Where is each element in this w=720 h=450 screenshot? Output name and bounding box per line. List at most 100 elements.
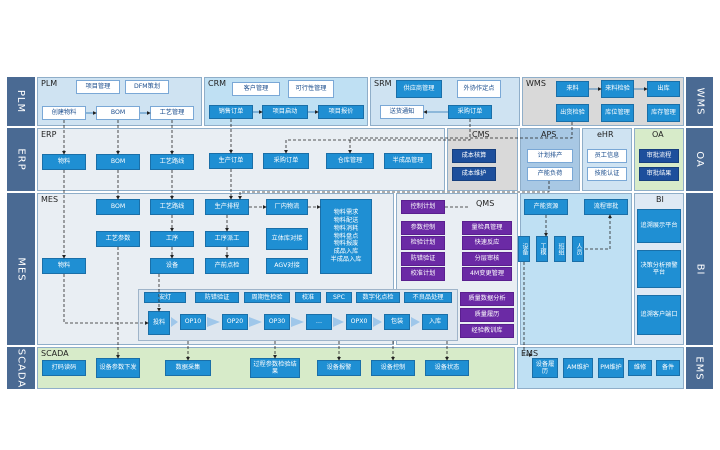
plm-dfm-planning[interactable]: DFM策划 [125,80,169,94]
mes-stereo-warehouse[interactable]: 立体库对接 [266,228,308,250]
bi-trace-client[interactable]: 追溯客户端口 [637,295,681,335]
mes-personnel[interactable]: 人员 [572,236,584,262]
ems-repair[interactable]: 维修 [628,360,652,376]
wms-outbound[interactable]: 出库 [647,81,680,97]
crm-sales-order[interactable]: 销售订单 [209,105,253,119]
scada-code-reading[interactable]: 打码读码 [42,360,86,376]
qms-inspection-plan[interactable]: 检验计划 [401,236,445,250]
qms-4m-change[interactable]: 4M变更管理 [462,267,512,281]
ems-spare-parts[interactable]: 备件 [656,360,680,376]
crm-project-quote[interactable]: 项目报价 [318,105,364,119]
crm-project-start[interactable]: 项目启动 [262,105,308,119]
wms-shipping-inspection[interactable]: 出货检验 [556,104,589,122]
ehr-skill-certification[interactable]: 技能认证 [587,167,627,181]
erp-material[interactable]: 物料 [42,154,86,170]
erp-production-order[interactable]: 生产订单 [209,153,253,169]
plm-process-management[interactable]: 工艺管理 [150,106,194,120]
wms-incoming-inspection[interactable]: 来料检验 [601,80,634,98]
mes-production-scheduling[interactable]: 生产排程 [205,199,249,215]
process-defect-handling[interactable]: 不良品处理 [404,292,452,303]
mes-process-parameter[interactable]: 工艺参数 [96,231,140,247]
flow-ellipsis[interactable]: … [306,314,332,330]
process-error-proof[interactable]: 防错验证 [195,292,239,303]
process-calibration[interactable]: 校准 [295,292,321,303]
scada-device-control[interactable]: 设备控制 [371,360,415,376]
bi-trace-platform[interactable]: 追溯展示平台 [637,209,681,243]
srm-purchase-order[interactable]: 采购订单 [448,105,492,119]
mes-bom[interactable]: BOM [96,199,140,215]
ems-pm-maintenance[interactable]: PM维护 [598,358,624,378]
process-spc[interactable]: SPC [326,292,352,303]
flow-packing[interactable]: 包装 [384,314,410,330]
crm-customer-management[interactable]: 客户管理 [232,82,280,96]
mes-equipment[interactable]: 设备 [150,258,194,274]
plm-bom[interactable]: BOM [96,106,140,120]
process-periodic-inspection[interactable]: 周期性检验 [244,292,290,303]
crm-feasibility-management[interactable]: 可行性管理 [288,80,334,98]
mes-material[interactable]: 物料 [42,258,86,274]
erp-bom[interactable]: BOM [96,154,140,170]
flow-op10[interactable]: OP10 [180,314,206,330]
aps-capacity-load[interactable]: 产能负荷 [527,167,573,181]
scada-param-download[interactable]: 设备参数下发 [96,358,140,378]
erp-process-route[interactable]: 工艺路线 [150,154,194,170]
mes-process-route[interactable]: 工艺路线 [150,199,194,215]
scada-device-alarm[interactable]: 设备报警 [317,360,361,376]
plm-create-material[interactable]: 创建物料 [42,106,86,120]
side-label-ems: EMS [686,347,713,389]
qms-quality-history[interactable]: 质量履历 [460,308,514,322]
srm-outsourcing-point[interactable]: 外协作定点 [457,80,501,98]
erp-warehouse-management[interactable]: 仓库管理 [326,153,374,169]
flow-op20[interactable]: OP20 [222,314,248,330]
wms-incoming-material[interactable]: 来料 [556,81,589,97]
qms-error-proof-verify[interactable]: 防错验证 [401,252,445,266]
process-andon[interactable]: 安灯 [144,292,186,303]
plm-project-management[interactable]: 项目管理 [76,80,120,94]
mes-operation[interactable]: 工序 [150,231,194,247]
side-label-bi: BI [686,193,713,345]
flow-feed[interactable]: 投料 [148,311,170,335]
oa-approval-result[interactable]: 审批结果 [639,167,679,181]
mes-device[interactable]: 设备 [518,236,530,262]
srm-supplier-management[interactable]: 供应商管理 [396,80,442,98]
mes-process-approval[interactable]: 流程审批 [584,199,628,215]
mes-operation-dispatch[interactable]: 工序派工 [205,231,249,247]
qms-quality-data-analysis[interactable]: 质量数据分析 [460,292,514,306]
flow-opx0[interactable]: OPX0 [346,314,372,330]
mes-capacity-resource[interactable]: 产能资源 [524,199,568,215]
flow-warehouse-in[interactable]: 入库 [422,314,448,330]
mes-team[interactable]: 班组 [554,236,566,262]
side-label-oa: OA [686,128,713,191]
ems-am-maintenance[interactable]: AM维护 [563,358,593,378]
scada-device-status[interactable]: 设备状态 [425,360,469,376]
ehr-employee-info[interactable]: 员工信息 [587,149,627,163]
mes-material-ops[interactable]: 物料需求 物料配送 物料消耗 物料盘点 物料报废 成品入库 半成品入库 [320,199,372,274]
wms-location-management[interactable]: 库位管理 [601,104,634,122]
aps-production-scheduling[interactable]: 计划排产 [527,149,573,163]
flow-op30[interactable]: OP30 [264,314,290,330]
erp-purchase-order[interactable]: 采购订单 [263,153,309,169]
qms-control-plan[interactable]: 控制计划 [401,200,445,214]
wms-inventory-management[interactable]: 库存管理 [647,104,680,122]
mes-in-plant-logistics[interactable]: 厂内物流 [266,199,308,215]
qms-gauge-management[interactable]: 量检具管理 [462,221,512,235]
cms-cost-maintenance[interactable]: 成本维护 [452,167,496,181]
mes-mold[interactable]: 工模 [536,236,548,262]
qms-lessons-learned[interactable]: 经验教训库 [460,324,514,338]
qms-quick-response[interactable]: 快速反应 [462,236,512,250]
qms-layered-audit[interactable]: 分层审核 [462,252,512,266]
mes-agv-docking[interactable]: AGV对接 [266,258,308,274]
srm-delivery-notice[interactable]: 送货通知 [380,105,424,119]
process-digital-check[interactable]: 数字化点检 [356,292,400,303]
qms-calibration-plan[interactable]: 校准计划 [401,267,445,281]
oa-approval-process[interactable]: 审批流程 [639,149,679,163]
bi-decision-platform[interactable]: 决策分析预警平台 [637,250,681,288]
scada-data-collection[interactable]: 数据采集 [165,360,211,376]
mes-pre-production-check[interactable]: 产前点检 [205,258,249,274]
erp-semi-finished-management[interactable]: 半成品管理 [384,153,432,169]
side-label-scada: SCADA [7,347,35,389]
ems-device-history[interactable]: 设备履历 [532,358,558,378]
cms-cost-accounting[interactable]: 成本核算 [452,149,496,163]
qms-parameter-control[interactable]: 参数控制 [401,221,445,235]
scada-process-result[interactable]: 过程参数检验结果 [250,358,300,378]
